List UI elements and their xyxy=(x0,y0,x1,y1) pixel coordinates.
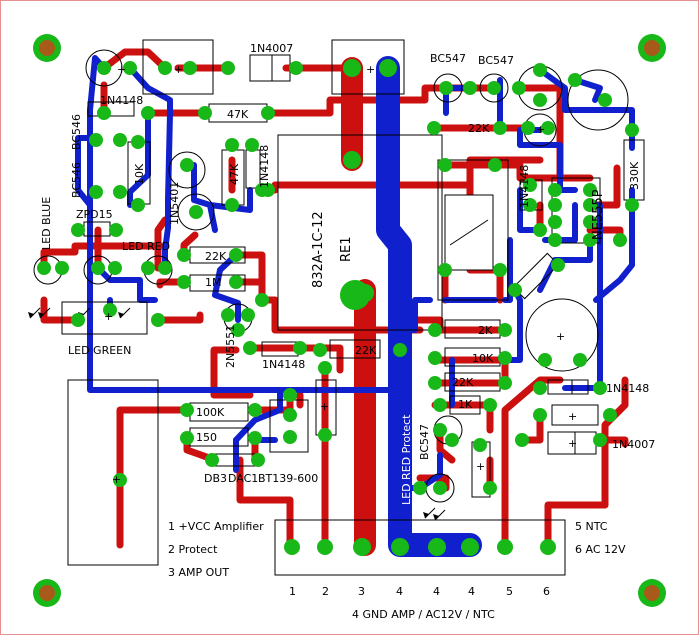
label-r10k: 10K xyxy=(133,163,146,185)
label-r47k-v: 47K xyxy=(228,163,241,185)
label-bc547-c: BC547 xyxy=(418,424,431,460)
label-r22k-relay: 22K xyxy=(355,344,377,357)
connector-pin-5: 5 xyxy=(506,585,513,598)
label-1n4148-v: 1N4148 xyxy=(258,145,271,188)
label-2n5551: 2N5551 xyxy=(224,325,237,368)
label-zpd15: ZPD15 xyxy=(76,208,113,221)
label-1n4148-r: 1N4148 xyxy=(518,165,531,208)
label-r100k: 100K xyxy=(196,406,225,419)
connector-pin-6: 6 xyxy=(543,585,550,598)
label-1n5401: 1N5401 xyxy=(168,182,181,225)
label-r10k-b: 10K xyxy=(472,352,494,365)
label-relay-ref: RE1 xyxy=(339,236,354,262)
legend-2: 2 Protect xyxy=(168,543,218,556)
label-r22k-b: 22K xyxy=(452,376,474,389)
polarity-marks: + + + + + + + + + + + xyxy=(104,63,577,486)
mounting-holes xyxy=(33,34,666,607)
connector-legend: 1 +VCC Amplifier 2 Protect 3 AMP OUT 5 N… xyxy=(168,520,626,621)
connector-pin-2: 2 xyxy=(322,585,329,598)
svg-text:+: + xyxy=(366,63,375,76)
label-ne555: NE555P xyxy=(591,189,606,240)
svg-text:+: + xyxy=(568,410,577,423)
svg-text:+: + xyxy=(320,400,329,413)
label-1n4007-b: 1N4007 xyxy=(612,438,655,451)
label-led-red: LED RED xyxy=(122,240,170,253)
label-r47k-top: 47K xyxy=(227,108,249,121)
label-led-red-protect: LED RED Protect xyxy=(400,414,413,505)
label-r150: 150 xyxy=(196,431,217,444)
label-r1m: 1M xyxy=(205,276,222,289)
connector-pin-3: 3 xyxy=(358,585,365,598)
svg-text:+: + xyxy=(112,473,121,486)
label-led-green: LED GREEN xyxy=(68,344,131,357)
legend-5: 5 NTC xyxy=(575,520,608,533)
label-1n4148-tl: 1N4148 xyxy=(100,94,143,107)
connector-pin-4b: 4 xyxy=(433,585,440,598)
label-r22k-mid: 22K xyxy=(205,250,227,263)
connector-pin-4c: 4 xyxy=(468,585,475,598)
svg-text:+: + xyxy=(104,310,113,323)
label-led-blue: LED BLUE xyxy=(40,197,53,250)
label-1n4148-b: 1N4148 xyxy=(606,382,649,395)
svg-text:+: + xyxy=(117,63,126,76)
label-db3: DB3 xyxy=(204,472,227,485)
legend-1: 1 +VCC Amplifier xyxy=(168,520,264,533)
svg-text:+: + xyxy=(476,460,485,473)
label-r1k: 1K xyxy=(458,398,473,411)
label-bc547-a: BC547 xyxy=(430,52,466,65)
label-relay-part: 832A-1C-12 xyxy=(311,211,326,288)
pads xyxy=(37,59,639,556)
label-bc546-b: BC546 xyxy=(70,162,83,198)
component-labels: 1N4007 BC547 BC547 1N4148 47K 22K BC546 … xyxy=(40,42,655,505)
svg-text:+: + xyxy=(556,330,565,343)
label-bt139: BT139-600 xyxy=(258,472,318,485)
label-dac1: DAC1 xyxy=(228,472,258,485)
label-r2k: 2K xyxy=(478,324,493,337)
svg-text:+: + xyxy=(174,63,183,76)
legend-4: 4 GND AMP / AC12V / NTC xyxy=(352,608,495,621)
svg-text:+: + xyxy=(568,437,577,450)
legend-3: 3 AMP OUT xyxy=(168,566,229,579)
label-r22k-right: 22K xyxy=(468,122,490,135)
connector-pin-4a: 4 xyxy=(396,585,403,598)
label-r330k: 330K xyxy=(628,161,641,190)
svg-text:+: + xyxy=(536,123,545,136)
label-1n4148-mid: 1N4148 xyxy=(262,358,305,371)
label-bc546-a: BC546 xyxy=(70,114,83,150)
legend-6: 6 AC 12V xyxy=(575,543,626,556)
connector-pin-1: 1 xyxy=(289,585,296,598)
label-1n4007-top: 1N4007 xyxy=(250,42,293,55)
label-bc547-b: BC547 xyxy=(478,54,514,67)
